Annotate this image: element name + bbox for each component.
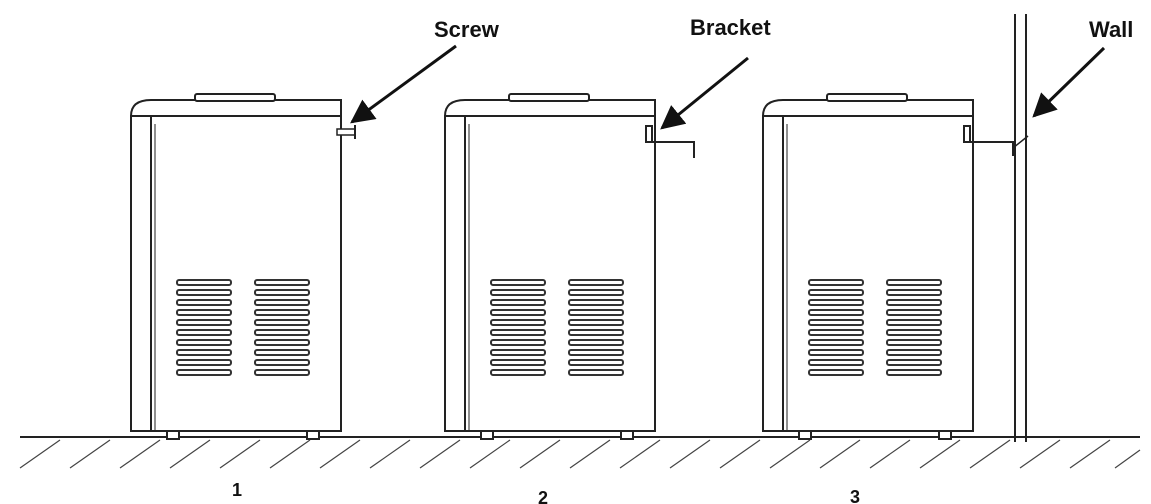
wall-bracket-icon xyxy=(963,125,1014,156)
bracket-icon xyxy=(645,125,695,158)
bracket-label: Bracket xyxy=(690,15,771,40)
screw-arrow-icon xyxy=(350,44,457,124)
screw-label: Screw xyxy=(434,17,500,42)
wall-label: Wall xyxy=(1089,17,1133,42)
water-dispenser-icon-3 xyxy=(762,93,974,440)
screw-icon xyxy=(336,125,356,139)
water-dispenser-icon-2 xyxy=(444,93,656,440)
step-number-3: 3 xyxy=(850,487,860,504)
wall xyxy=(1012,14,1029,442)
bracket-arrow-icon xyxy=(660,56,749,130)
step-number-1: 1 xyxy=(232,480,242,500)
wall-arrow-icon xyxy=(1032,46,1106,118)
water-dispenser-icon-1 xyxy=(130,93,342,440)
floor-hatching xyxy=(19,439,1141,469)
step-number-2: 2 xyxy=(538,488,548,504)
